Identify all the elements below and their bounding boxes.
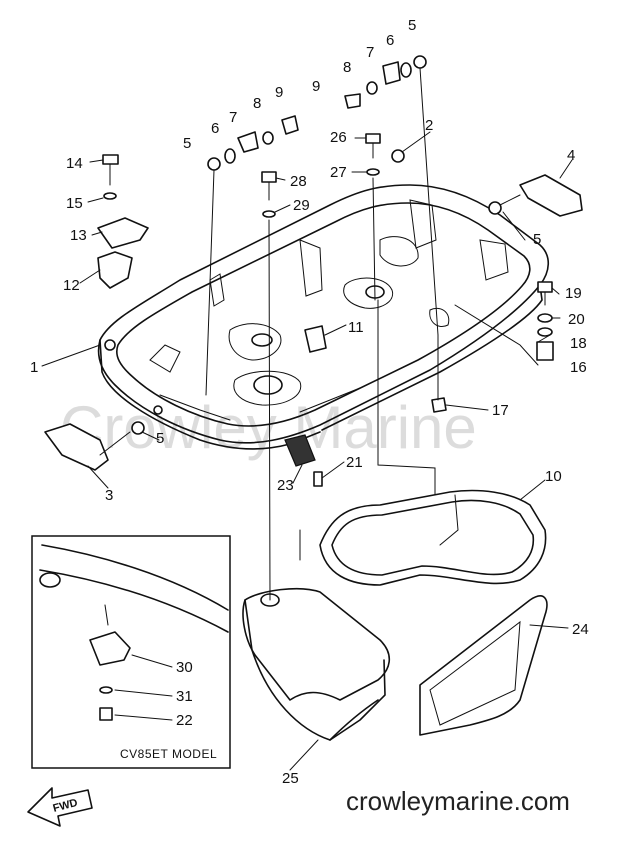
part-17-plug (431, 397, 447, 413)
part-8-washer-a (262, 131, 274, 145)
part-18-washer (537, 327, 553, 337)
callout-14: 14 (66, 155, 83, 172)
bottom-cowling (97, 184, 550, 450)
callout-16: 16 (570, 359, 587, 376)
part-3-lever (44, 423, 109, 471)
callout-8-a: 8 (253, 95, 261, 112)
callout-12: 12 (63, 277, 80, 294)
inset-model-label: CV85ET MODEL (120, 747, 217, 761)
callout-6-a: 6 (211, 120, 219, 137)
callout-6-b: 6 (386, 32, 394, 49)
callout-13: 13 (70, 227, 87, 244)
callout-29: 29 (293, 197, 310, 214)
callout-9-a: 9 (275, 84, 283, 101)
callout-26: 26 (330, 129, 347, 146)
part-19-bolt (537, 281, 553, 293)
part-5-bushing-right (488, 201, 502, 215)
callout-30: 30 (176, 659, 193, 676)
callout-20: 20 (568, 311, 585, 328)
part-2-nut (391, 149, 405, 163)
leader-lines (41, 131, 573, 771)
part-20-washer (537, 313, 553, 323)
callout-25: 25 (282, 770, 299, 787)
part-9-screw-a (281, 115, 299, 135)
part-26-bolt (365, 133, 381, 144)
part-5-bushing-left (131, 421, 145, 435)
part-12-block (97, 251, 133, 289)
callout-7-b: 7 (366, 44, 374, 61)
part-5-bushing-b (413, 55, 427, 69)
callout-5-d: 5 (156, 430, 164, 447)
callout-19: 19 (565, 285, 582, 302)
callout-31: 31 (176, 688, 193, 705)
callout-8-b: 8 (343, 59, 351, 76)
callout-24: 24 (572, 621, 589, 638)
callout-5-a: 5 (183, 135, 191, 152)
part-14-bolt (102, 154, 119, 165)
part-28-bolt (261, 171, 277, 183)
inset-cv85et: CV85ET MODEL (31, 535, 231, 769)
footer-site-name: crowleymarine.com (346, 786, 570, 816)
part-7-clip-a (237, 131, 259, 153)
callout-3: 3 (105, 487, 113, 504)
callout-27: 27 (330, 164, 347, 181)
callout-1: 1 (30, 359, 38, 376)
callout-17: 17 (492, 402, 509, 419)
callout-9-b: 9 (312, 78, 320, 95)
callout-22: 22 (176, 712, 193, 729)
callout-7-a: 7 (229, 109, 237, 126)
callout-2: 2 (425, 117, 433, 134)
part-8-washer-b (366, 81, 378, 95)
callout-numbers: 1 2 3 4 5 5 5 5 6 6 7 7 8 8 9 9 10 11 12… (30, 17, 589, 787)
lower-cover (242, 587, 548, 741)
part-16-grommet (536, 341, 554, 361)
callout-10: 10 (545, 468, 562, 485)
callout-11: 11 (348, 319, 364, 336)
callout-18: 18 (570, 335, 587, 352)
callout-4: 4 (567, 147, 575, 164)
assembly-lines (205, 67, 439, 601)
part-13-bracket (97, 217, 149, 249)
part-6-washer-b (400, 62, 412, 78)
part-21-screw (313, 471, 323, 487)
callout-5-b: 5 (408, 17, 416, 34)
part-29-washer (262, 210, 276, 218)
part-15-washer (103, 192, 117, 200)
callout-28: 28 (290, 173, 307, 190)
callout-23: 23 (277, 477, 294, 494)
seal-ring (319, 489, 547, 586)
part-31-washer (99, 686, 113, 694)
watermark-text: Crowley Marine (60, 394, 477, 461)
part-6-washer-a (224, 148, 236, 164)
callout-5-c: 5 (533, 231, 541, 248)
part-22-bolt (99, 707, 113, 721)
part-23-pad (284, 434, 316, 467)
part-7-clip-b (382, 61, 401, 85)
part-4-lever (519, 174, 583, 217)
part-30-bracket (89, 631, 131, 666)
part-5-bushing-a (207, 157, 221, 171)
callout-15: 15 (66, 195, 83, 212)
part-9-screw-b (344, 93, 361, 109)
fwd-arrow: FWD (27, 787, 93, 827)
part-27-washer (366, 168, 380, 176)
callout-21: 21 (346, 454, 363, 471)
part-11-grommet (304, 325, 327, 353)
